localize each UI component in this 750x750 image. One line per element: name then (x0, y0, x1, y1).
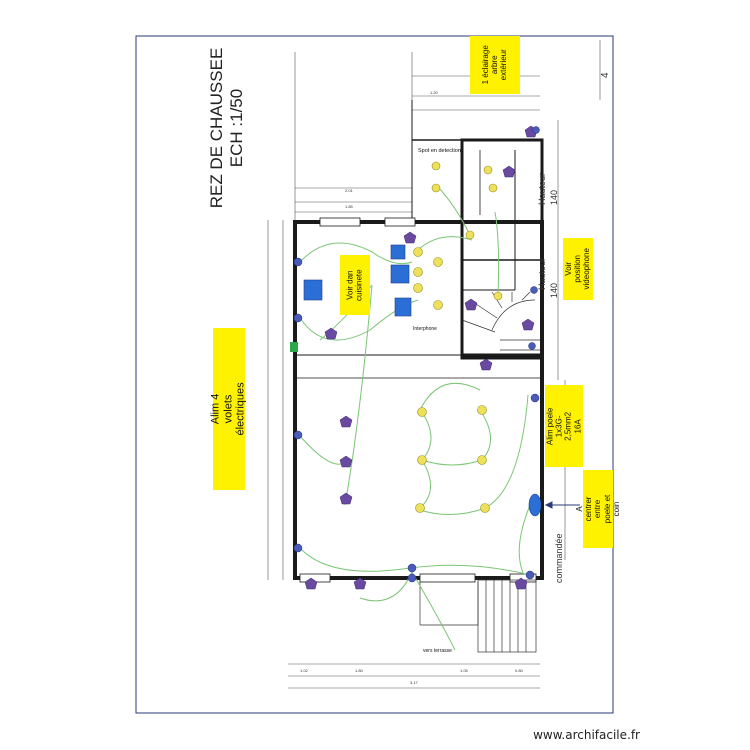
outlet-icon (525, 570, 535, 580)
label-commandee: commandée (554, 533, 564, 583)
outlet-icon (530, 393, 540, 403)
lights (413, 161, 503, 513)
light-icon (417, 407, 427, 417)
walls (293, 100, 544, 580)
svg-text:2.01: 2.01 (345, 188, 354, 193)
light-icon (433, 257, 443, 267)
outlet-icon (528, 342, 536, 350)
svg-text:1.85: 1.85 (345, 204, 354, 209)
light-icon (417, 455, 427, 465)
page-number: 4 (600, 72, 611, 78)
appliance-boxes (303, 244, 412, 317)
light-icon (493, 291, 503, 301)
note-eclairage-text: 1 éclairage arbre extérieur (481, 45, 509, 85)
light-icon (415, 503, 425, 513)
svg-text:3.17: 3.17 (410, 680, 419, 685)
outlet-icon (407, 563, 417, 573)
label-140-1: 140 (549, 190, 559, 205)
outlet-icon (293, 430, 303, 440)
outlets (293, 126, 540, 583)
plan-title-line2: ECH :1/50 (227, 89, 246, 167)
light-icon (431, 183, 441, 193)
label-hauteur-2: Hauteur (537, 258, 547, 290)
openings (299, 217, 537, 583)
svg-text:1.20: 1.20 (430, 90, 439, 95)
light-icon (488, 183, 498, 193)
note-alim-poele: Alim poele 1x3G-2,5mm2 16A (545, 385, 583, 467)
socket-icon (353, 577, 367, 590)
light-icon (413, 283, 423, 293)
socket-icon (479, 358, 493, 371)
label-140-2: 140 (549, 283, 559, 298)
socket-icon (514, 577, 528, 590)
label-hauteur-1: Hauteur (537, 173, 547, 205)
socket-icon (304, 577, 318, 590)
socket-icon (521, 318, 535, 331)
note-alim-poele-text: Alim poele 1x3G-2,5mm2 16A (545, 407, 583, 445)
note-videophone: Voir position videophone (563, 238, 593, 300)
svg-text:1.02: 1.02 (300, 668, 309, 673)
outlet-icon (407, 573, 417, 583)
note-cuisine: Voir dan cuisinete (340, 255, 370, 315)
svg-text:1.05: 1.05 (460, 668, 469, 673)
note-eclairage: 1 éclairage arbre extérieur (470, 36, 520, 94)
plan-title: REZ DE CHAUSSEE ECH :1/50 (207, 48, 246, 209)
svg-text:1.80: 1.80 (355, 668, 364, 673)
light-icon (413, 267, 423, 277)
appliance-icon (390, 244, 406, 260)
note-videophone-text: Voir position videophone (564, 248, 592, 290)
sockets (304, 125, 538, 590)
socket-icon (502, 165, 516, 178)
socket-icon (403, 231, 417, 244)
appliance-icon (390, 264, 410, 284)
note-volets-text: Alim 4 volets électriques (210, 382, 248, 436)
arrow (544, 501, 580, 509)
outlet-icon (293, 543, 303, 553)
socket-icon (339, 492, 353, 505)
label-interphone: Interphone (413, 326, 437, 332)
note-volets: Alim 4 volets électriques (210, 328, 248, 490)
light-icon (433, 300, 443, 310)
svg-text:0.80: 0.80 (515, 668, 524, 673)
light-icon (477, 455, 487, 465)
panel-icon (290, 342, 298, 352)
watermark[interactable]: www.archifacile.fr (533, 728, 640, 742)
light-icon (431, 161, 441, 171)
light-icon (483, 165, 493, 175)
note-cuisine-text: Voir dan cuisinete (345, 269, 365, 301)
appliance-icon (394, 297, 412, 317)
outlet-icon (532, 126, 540, 134)
note-a-centrer: A centrer entre poele et coin (575, 470, 621, 548)
socket-icon (464, 298, 478, 311)
label-vers-terrasse: vers terrasse (423, 648, 452, 654)
outlet-icon (530, 286, 538, 294)
exterior-stairs (419, 579, 537, 653)
socket-icon (339, 455, 353, 468)
plan-title-line1: REZ DE CHAUSSEE (207, 48, 226, 209)
outlet-icon (293, 257, 303, 267)
note-a-centrer-text: A centrer entre poele et coin (575, 494, 621, 524)
light-icon (413, 247, 423, 257)
stove-outlet-icon (528, 493, 542, 517)
outlet-icon (293, 313, 303, 323)
dimension-lines (267, 40, 601, 689)
socket-icon (324, 327, 338, 340)
light-icon (465, 230, 475, 240)
light-icon (477, 405, 487, 415)
label-spot: Spot en detection (418, 148, 461, 154)
socket-icon (339, 415, 353, 428)
light-icon (480, 503, 490, 513)
appliance-icon (303, 279, 323, 301)
